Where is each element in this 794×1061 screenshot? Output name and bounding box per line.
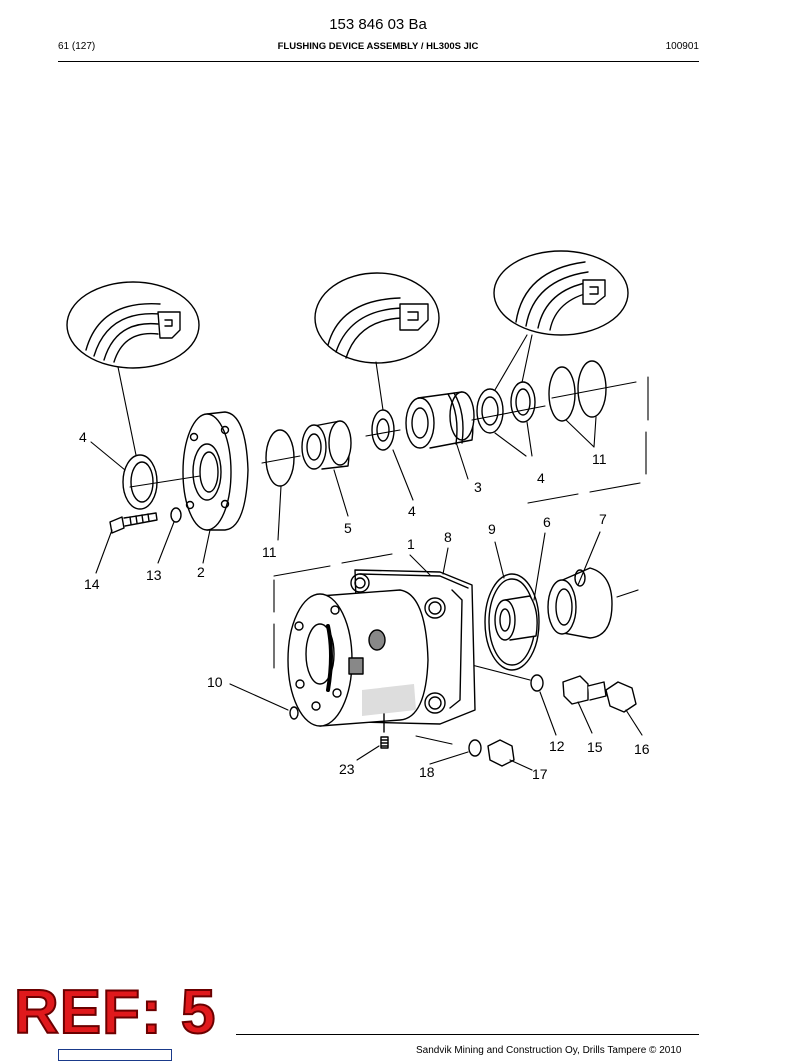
callout-3: 3 — [474, 479, 482, 495]
page-number: 61 (127) — [58, 41, 96, 52]
callout-leaders — [90, 416, 643, 771]
part-23-grub-screw — [380, 713, 389, 749]
callout-8: 8 — [444, 529, 452, 545]
part-6-retainer — [494, 595, 538, 641]
date-code: 100901 — [665, 41, 699, 52]
sandvik-logo — [58, 1049, 172, 1061]
callout-12: 12 — [549, 738, 565, 754]
callout-10: 10 — [207, 674, 223, 690]
part-4-seal-middle — [371, 409, 395, 451]
part-11-o-rings-right — [548, 360, 607, 422]
part-17-plug — [487, 739, 515, 767]
part-12-o-ring — [530, 674, 544, 692]
callout-2: 2 — [197, 564, 205, 580]
callout-14: 14 — [84, 576, 100, 592]
part-15-fitting — [562, 675, 607, 705]
callout-11: 11 — [592, 451, 607, 467]
part-4-seal-right-a — [476, 388, 504, 434]
exploded-parts-drawing — [66, 250, 649, 771]
callout-5: 5 — [344, 520, 352, 536]
callout-7: 7 — [599, 511, 607, 527]
reference-stamp: REF: 5 — [13, 978, 217, 1047]
part-11-o-ring-left — [265, 429, 295, 487]
seal-detail-bubble-right — [493, 250, 629, 336]
part-10-o-ring — [289, 706, 299, 720]
document-number: 153 846 03 Ba — [329, 16, 427, 33]
footer-copyright: Sandvik Mining and Construction Oy, Dril… — [416, 1045, 682, 1056]
part-5-bushing — [301, 420, 352, 470]
callout-1: 1 — [407, 536, 415, 552]
callout-6: 6 — [543, 514, 551, 530]
footer-divider — [236, 1034, 699, 1035]
callout-4: 4 — [408, 503, 416, 519]
header-divider — [58, 61, 699, 62]
callout-23: 23 — [339, 761, 355, 777]
page-title: FLUSHING DEVICE ASSEMBLY / HL300S JIC — [277, 41, 479, 52]
part-13-washer — [170, 507, 182, 523]
part-4-seal-left — [122, 454, 158, 510]
callout-4: 4 — [537, 470, 545, 486]
part-3-sleeve — [405, 391, 475, 449]
seal-detail-bubble-left — [66, 281, 200, 369]
part-16-plug — [605, 681, 637, 713]
part-1-block — [287, 589, 429, 727]
callout-17: 17 — [532, 766, 548, 782]
callout-16: 16 — [634, 741, 650, 757]
part-2-flange — [182, 411, 249, 531]
seal-detail-bubble-middle — [314, 272, 440, 364]
callout-9: 9 — [488, 521, 496, 537]
part-7-cap — [547, 567, 613, 639]
callout-13: 13 — [146, 567, 162, 583]
part-18-washer — [468, 739, 482, 757]
callout-4: 4 — [79, 429, 87, 445]
part-4-seal-right-b — [510, 381, 536, 423]
callout-18: 18 — [419, 764, 435, 780]
callout-15: 15 — [587, 739, 603, 755]
callout-11: 11 — [262, 544, 277, 560]
part-14-screw — [109, 512, 158, 534]
